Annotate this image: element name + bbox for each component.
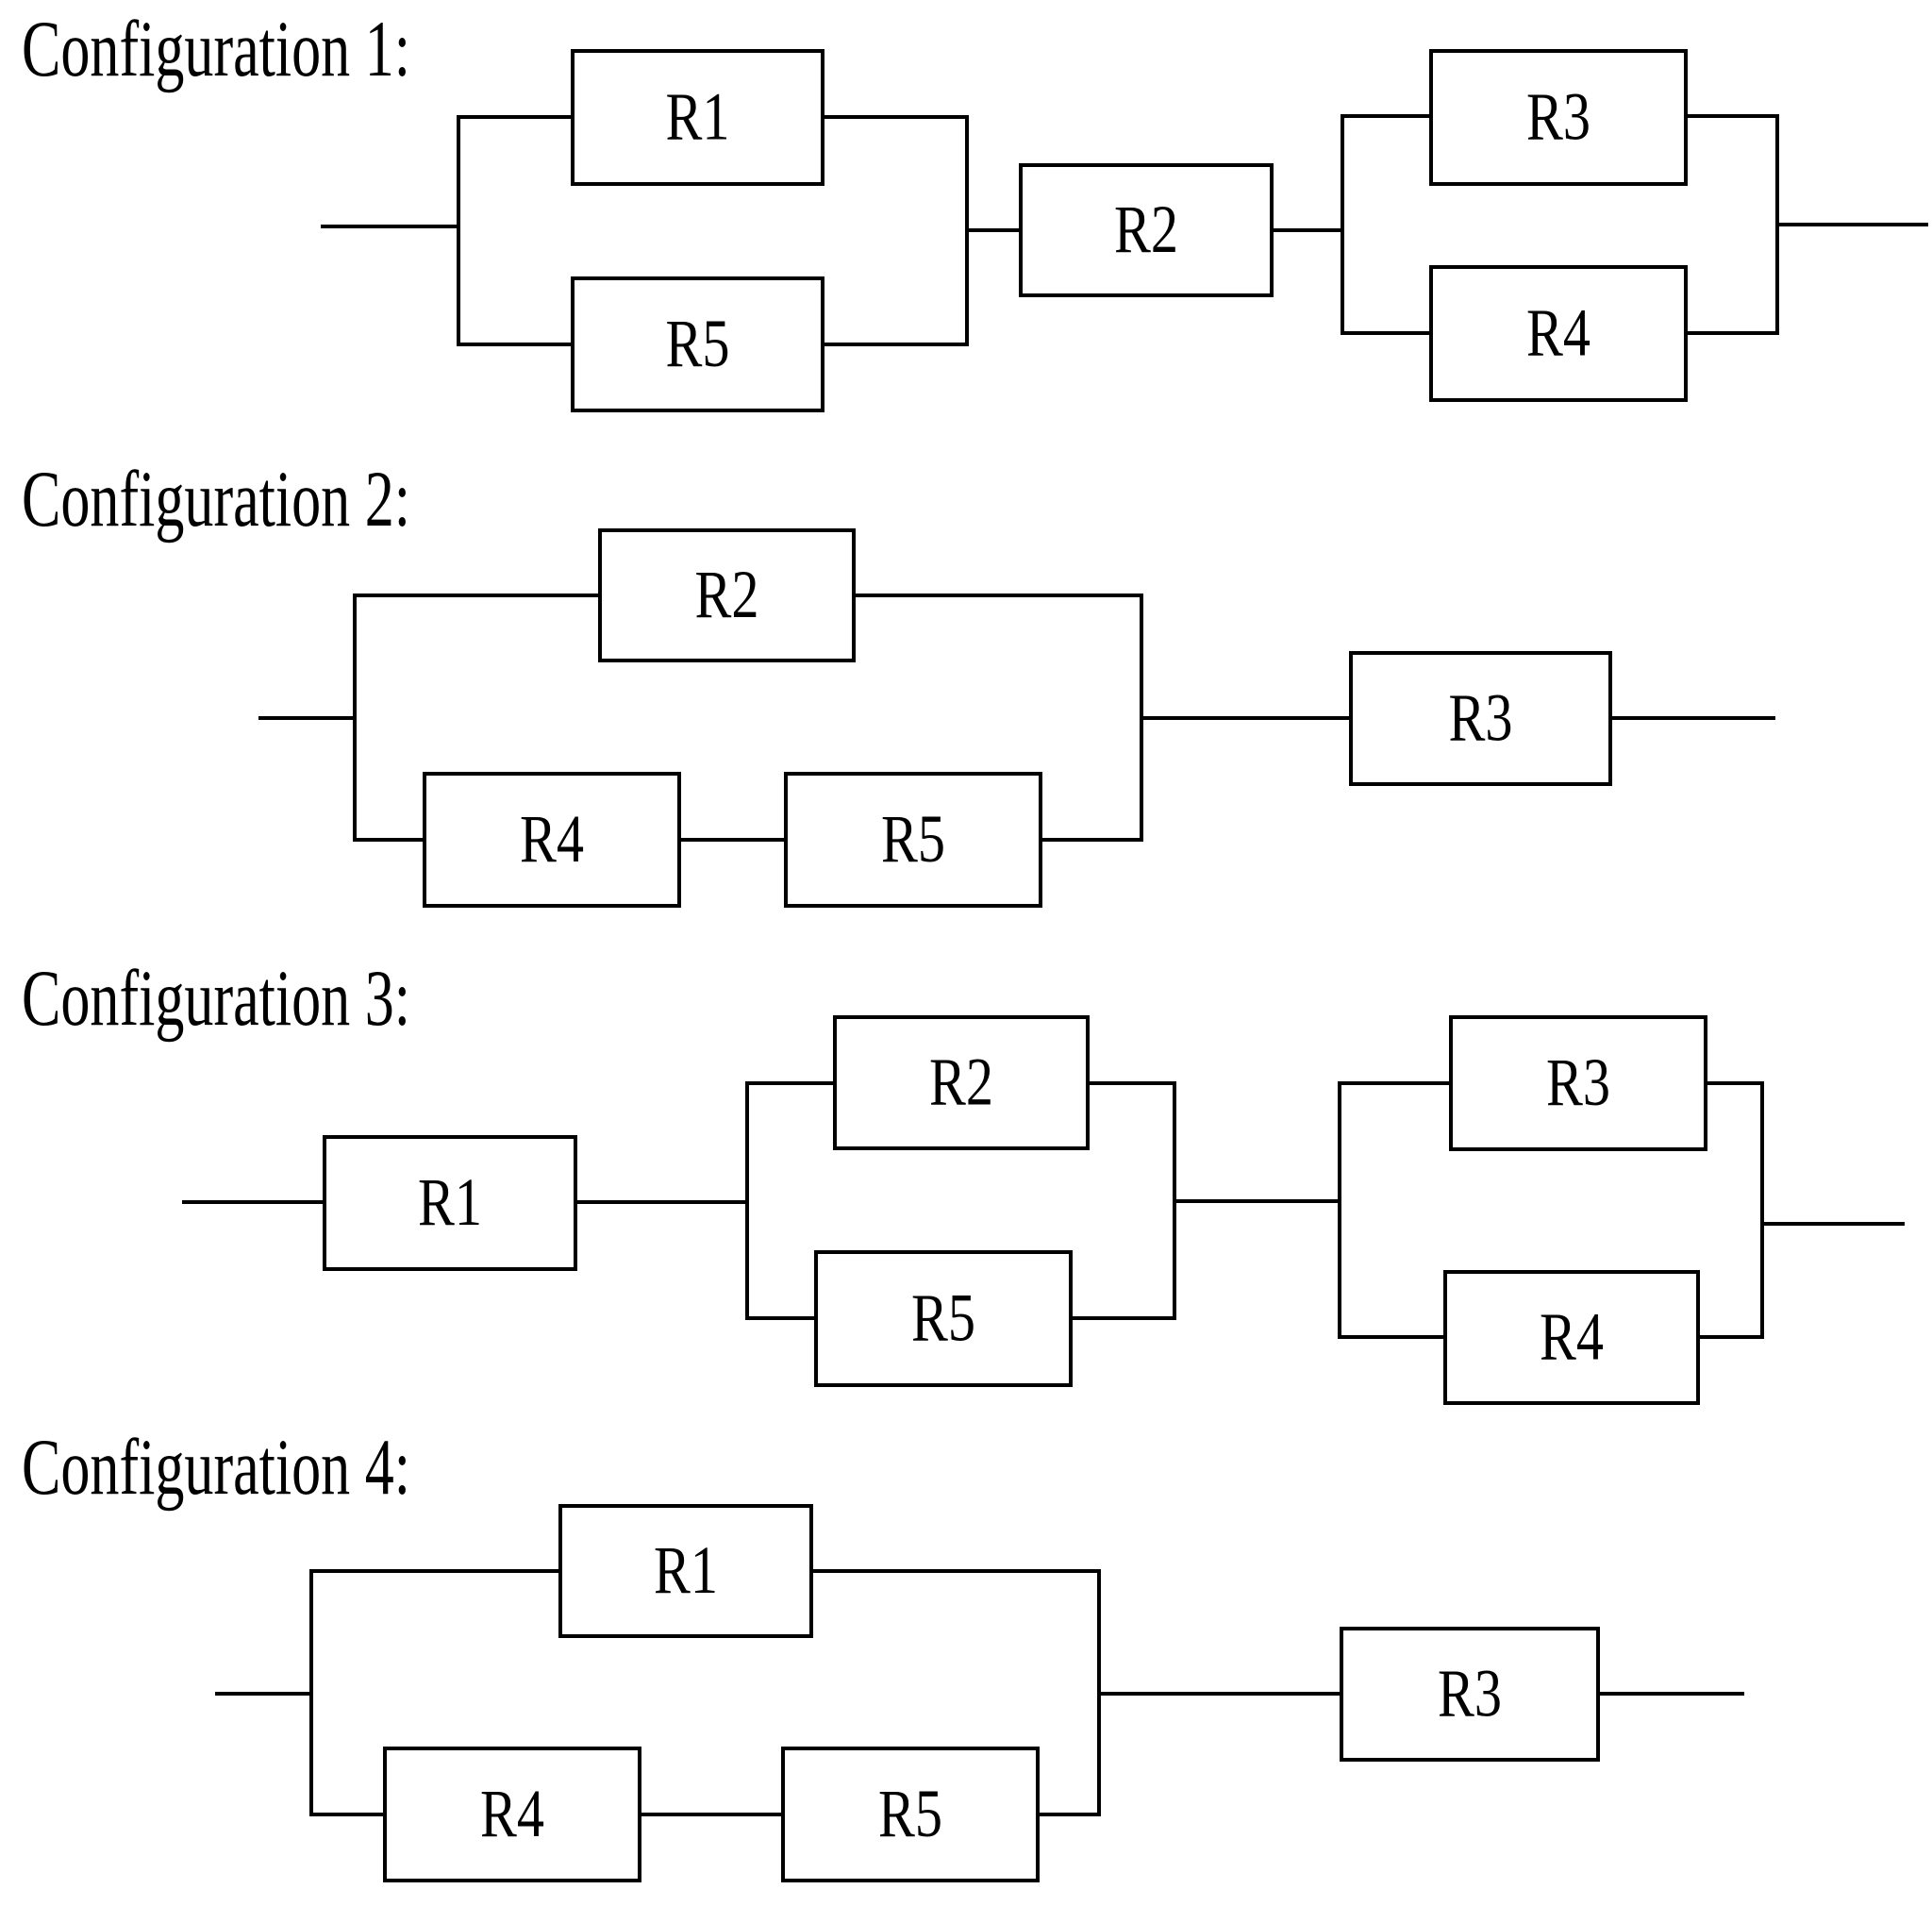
resistor-label: R2 <box>929 1045 993 1120</box>
resistor-box <box>784 772 1042 908</box>
resistor-label: R5 <box>911 1280 975 1356</box>
resistor-label: R5 <box>881 801 945 877</box>
resistor-box <box>1429 265 1688 402</box>
resistor-label: R3 <box>1438 1656 1502 1731</box>
resistor-label: R4 <box>1526 295 1591 371</box>
configuration-title: Configuration 2: <box>22 455 410 543</box>
configuration-title: Configuration 4: <box>22 1423 410 1512</box>
resistor-label: R3 <box>1526 79 1591 155</box>
resistor-box <box>1443 1270 1700 1405</box>
resistor-box <box>1429 49 1688 186</box>
resistor-box <box>781 1747 1040 1882</box>
resistor-label: R1 <box>654 1532 718 1608</box>
resistor-box <box>323 1135 577 1271</box>
resistor-box <box>1449 1015 1707 1151</box>
resistor-label: R5 <box>878 1776 942 1851</box>
resistor-label: R4 <box>520 801 584 877</box>
resistor-box <box>598 528 856 662</box>
resistor-label: R4 <box>1540 1299 1604 1375</box>
resistor-label: R4 <box>480 1776 544 1851</box>
resistor-label: R3 <box>1449 680 1513 756</box>
resistor-box <box>571 276 824 412</box>
resistor-label: R1 <box>666 79 730 155</box>
configuration-title: Configuration 3: <box>22 954 410 1043</box>
resistor-box <box>558 1504 813 1638</box>
resistor-box <box>1340 1627 1600 1762</box>
resistor-box <box>833 1015 1090 1150</box>
resistor-label: R1 <box>418 1164 482 1240</box>
resistor-box <box>423 772 681 908</box>
resistor-box <box>814 1250 1073 1387</box>
resistor-label: R2 <box>695 557 759 632</box>
resistor-label: R2 <box>1114 192 1178 267</box>
resistor-box <box>383 1747 641 1882</box>
resistor-label: R5 <box>666 306 730 381</box>
resistor-box <box>1019 163 1274 297</box>
resistor-box <box>571 49 824 186</box>
resistor-label: R3 <box>1546 1045 1610 1120</box>
resistor-box <box>1349 651 1612 786</box>
configuration-title: Configuration 1: <box>22 5 410 93</box>
